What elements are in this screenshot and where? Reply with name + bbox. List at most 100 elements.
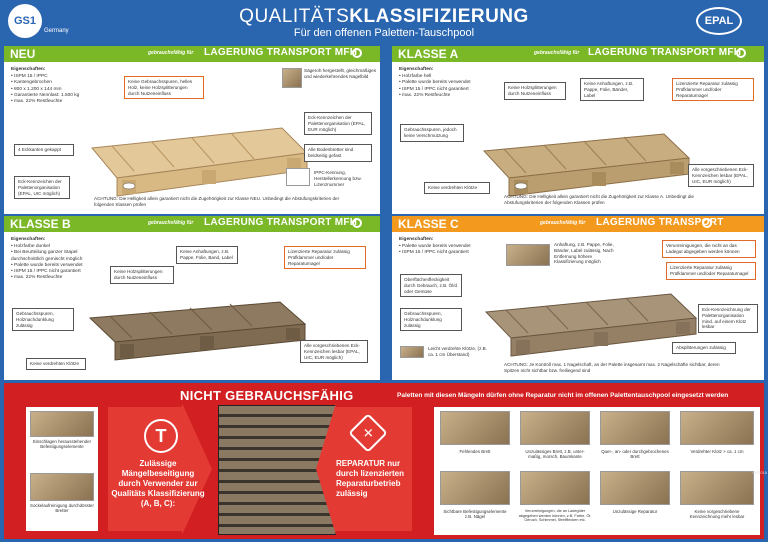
epal-logo: EPAL <box>696 7 742 35</box>
uses-label-b: gebrauchsfähig für <box>148 220 194 226</box>
callout-b-4: Gebrauchsspuren, Holznachdunklung zuläss… <box>12 308 74 332</box>
property: • Garantierte Nennlast: 1.500 kg <box>11 92 80 98</box>
defect-caption: Verunreinigungen, die an Ladegüter abgeg… <box>518 509 592 523</box>
property: • max. 22% Restfeuchte <box>11 275 63 281</box>
uses-label-c: gebrauchsfähig für <box>540 220 586 226</box>
not-usable-subtitle: Paletten mit diesen Mängeln dürfen ohne … <box>397 392 729 399</box>
gear-icon <box>702 218 712 228</box>
defect-thumb <box>520 411 590 445</box>
bar-b: KLASSE B gebrauchsfähig für LAGERUNG TRA… <box>4 216 380 232</box>
defect-caption: Sichtbare Befestigungselemente z.B. Näge… <box>443 509 507 520</box>
pallet-image-a <box>482 133 691 197</box>
allowed-fix-text: Zulässige Mängelbeseitigung durch Verwen… <box>111 459 205 508</box>
property: • Kantengebrochen <box>11 80 52 86</box>
properties-head: Eigenschaften: <box>11 237 46 242</box>
defect-caption: Verdrehter Klotz > ca. 1 cm <box>690 449 744 454</box>
callout-b-3: Lizenzierte Reparatur zulässig Prüfklamm… <box>284 246 366 270</box>
defect-thumb <box>440 411 510 445</box>
not-usable-section: NICHT GEBRAUCHSFÄHIG Paletten mit diesen… <box>4 383 764 539</box>
bar-neu: NEU gebrauchsfähig für LAGERUNG TRANSPOR… <box>4 46 380 62</box>
callout-a-6: Alle vorgeschriebenen Eck-Kennzeichen le… <box>688 164 754 188</box>
defect-thumb <box>600 471 670 505</box>
thumb-nail-pattern <box>282 68 302 88</box>
page-subtitle: Für den offenen Paletten-Tauschpool <box>293 27 475 39</box>
defect-caption: Keine vorgeschriebene Kennzeichnung mehr… <box>689 509 745 520</box>
callout-a-4: Gebrauchsspuren, jedoch keine Verschmutz… <box>400 124 464 142</box>
callout-neu-1: Keine Gebrauchsspuren, helles Holz, kein… <box>124 76 204 100</box>
callout-b-5: Keine verdrehten Klötze <box>26 358 86 370</box>
callout-neu-4: Eck-Kennzeichen der Palettenorganisation… <box>14 176 70 200</box>
hammer-icon: T <box>144 419 178 453</box>
pallet-image-neu <box>91 127 309 197</box>
cross-glyph: ✕ <box>362 425 374 440</box>
panel-klasse-b: KLASSE B gebrauchsfähig für LAGERUNG TRA… <box>4 216 380 380</box>
property: • ISPM 15 / IPPC nicht garantiert <box>11 269 81 275</box>
callout-c-8: Absplitterungen zulässig <box>672 342 736 354</box>
ippc-stamp-thumb <box>286 168 310 186</box>
side-code: 02/2018 <box>752 470 767 475</box>
properties-head: Eigenschaften: <box>11 67 46 72</box>
gs1-subtitle: Germany <box>44 28 69 34</box>
class-name-neu: NEU <box>10 47 36 61</box>
callout-c-4: Lizenzierte Reparatur zulässig Prüfklamm… <box>666 262 756 280</box>
defect-thumb <box>680 411 754 445</box>
thumb-twisted-block <box>400 346 424 358</box>
property: • Bei Beurteilung ganzer Stapel durchsch… <box>11 250 83 262</box>
defect-caption: Unzulässige Reparatur <box>612 509 658 514</box>
properties-head: Eigenschaften: <box>399 67 434 72</box>
thumb-nail-protrusion <box>30 411 94 437</box>
repair-only-text: REPARATUR nur durch lizenzierten Reparat… <box>336 459 405 498</box>
callout-a-1: Keine Holzsplitterungen durch Nutzeneinf… <box>504 82 566 100</box>
panel-klasse-c: KLASSE C gebrauchsfähig für LAGERUNG TRA… <box>392 216 764 380</box>
property: • Palette wurde bereits verwendet <box>399 80 471 86</box>
uses-neu: LAGERUNG TRANSPORT MFH <box>204 47 358 58</box>
properties-neu: Eigenschaften: • ISPM 15 / IPPC • Kanten… <box>11 67 79 105</box>
bar-a: KLASSE A gebrauchsfähig für LAGERUNG TRA… <box>392 46 764 62</box>
arrow-left-shape <box>108 403 212 535</box>
title-bold: KLASSIFIZIERUNG <box>349 6 529 27</box>
property: • max. 22% Restfeuchte <box>399 92 451 98</box>
gear-icon <box>736 48 746 58</box>
properties-c: Eigenschaften: • Palette wurde bereits v… <box>399 237 471 257</box>
thumb-attachment <box>506 244 550 266</box>
left-caption-2: Sockelaufreinigung durchdösster Bretter <box>30 503 94 514</box>
panel-neu: NEU gebrauchsfähig für LAGERUNG TRANSPOR… <box>4 46 380 214</box>
note-neu: ACHTUNG: Die Helligkeit allein garantier… <box>94 196 340 207</box>
callout-b-6: Alle vorgeschriebenen Eck-Kennzeichen le… <box>300 340 368 364</box>
header: GS1 Germany QUALITÄTSKLASSIFIZIERUNG Für… <box>0 0 768 44</box>
property: • 800 x 1.200 x 144 mm <box>11 86 62 92</box>
arrow-right-shape <box>316 403 412 535</box>
defect-thumb <box>600 411 670 445</box>
left-caption-1: Einschlagen herausstehender Befestigungs… <box>32 439 92 450</box>
property: • ISPM 15 / IPPC nicht garantiert <box>399 250 469 256</box>
callout-a-2: Keine Anhaftungen, z.B. Pappe, Folie, Bä… <box>580 78 644 102</box>
callout-neu-3: 4 Eckkanten gekappt <box>14 144 74 156</box>
property: • Palette wurde bereits verwendet <box>11 262 83 268</box>
callout-c-2: Verunreinigungen, die nicht an das Ladeg… <box>662 240 756 258</box>
defect-thumb <box>440 471 510 505</box>
callout-a-5: Keine verdrehten Klötze <box>424 182 490 194</box>
uses-label-a: gebrauchsfähig für <box>534 50 580 56</box>
defect-caption: Unzulässiges Brett, z.B. unter-maßig, mo… <box>525 449 585 460</box>
property: • Holzfarbe dunkel <box>11 244 51 250</box>
not-usable-title: NICHT GEBRAUCHSFÄHIG <box>180 388 354 403</box>
thumb-board-repair <box>30 473 94 501</box>
callout-neu-5: Eck-Kennzeichen der Palettenorganisation… <box>304 112 372 136</box>
defect-caption: Fehlendes Brett <box>459 449 491 454</box>
property: • ISPM 15 / IPPC nicht garantiert <box>399 86 469 92</box>
callout-neu-6: Alle Bodenbretter sind beidseitig gefast <box>304 144 372 162</box>
gear-icon <box>352 48 362 58</box>
gs1-logo: GS1 <box>8 4 42 38</box>
callout-c-6: Eck-Kennzeichnung der Palettenorganisati… <box>698 304 758 334</box>
panel-klasse-a: KLASSE A gebrauchsfähig für LAGERUNG TRA… <box>392 46 764 214</box>
defect-thumb <box>680 471 754 505</box>
properties-a: Eigenschaften: • Holzfarbe hell • Palett… <box>399 67 471 99</box>
class-name-b: KLASSE B <box>10 217 71 231</box>
callout-c-3: Oberflächenfleckigkeit durch Gebrauch, z… <box>400 274 462 298</box>
callout-c-7: Leicht verdrehte Klötze, (z.B. ca. 1 cm … <box>428 346 487 357</box>
property: • ISPM 15 / IPPC <box>11 74 48 80</box>
uses-b: LAGERUNG TRANSPORT MFH <box>204 217 358 228</box>
callout-a-3: Lizenzierte Reparatur zulässig Prüfklamm… <box>672 78 754 102</box>
uses-a: LAGERUNG TRANSPORT MFH <box>588 47 742 58</box>
property: • max. 22% Restfeuchte <box>11 99 63 105</box>
